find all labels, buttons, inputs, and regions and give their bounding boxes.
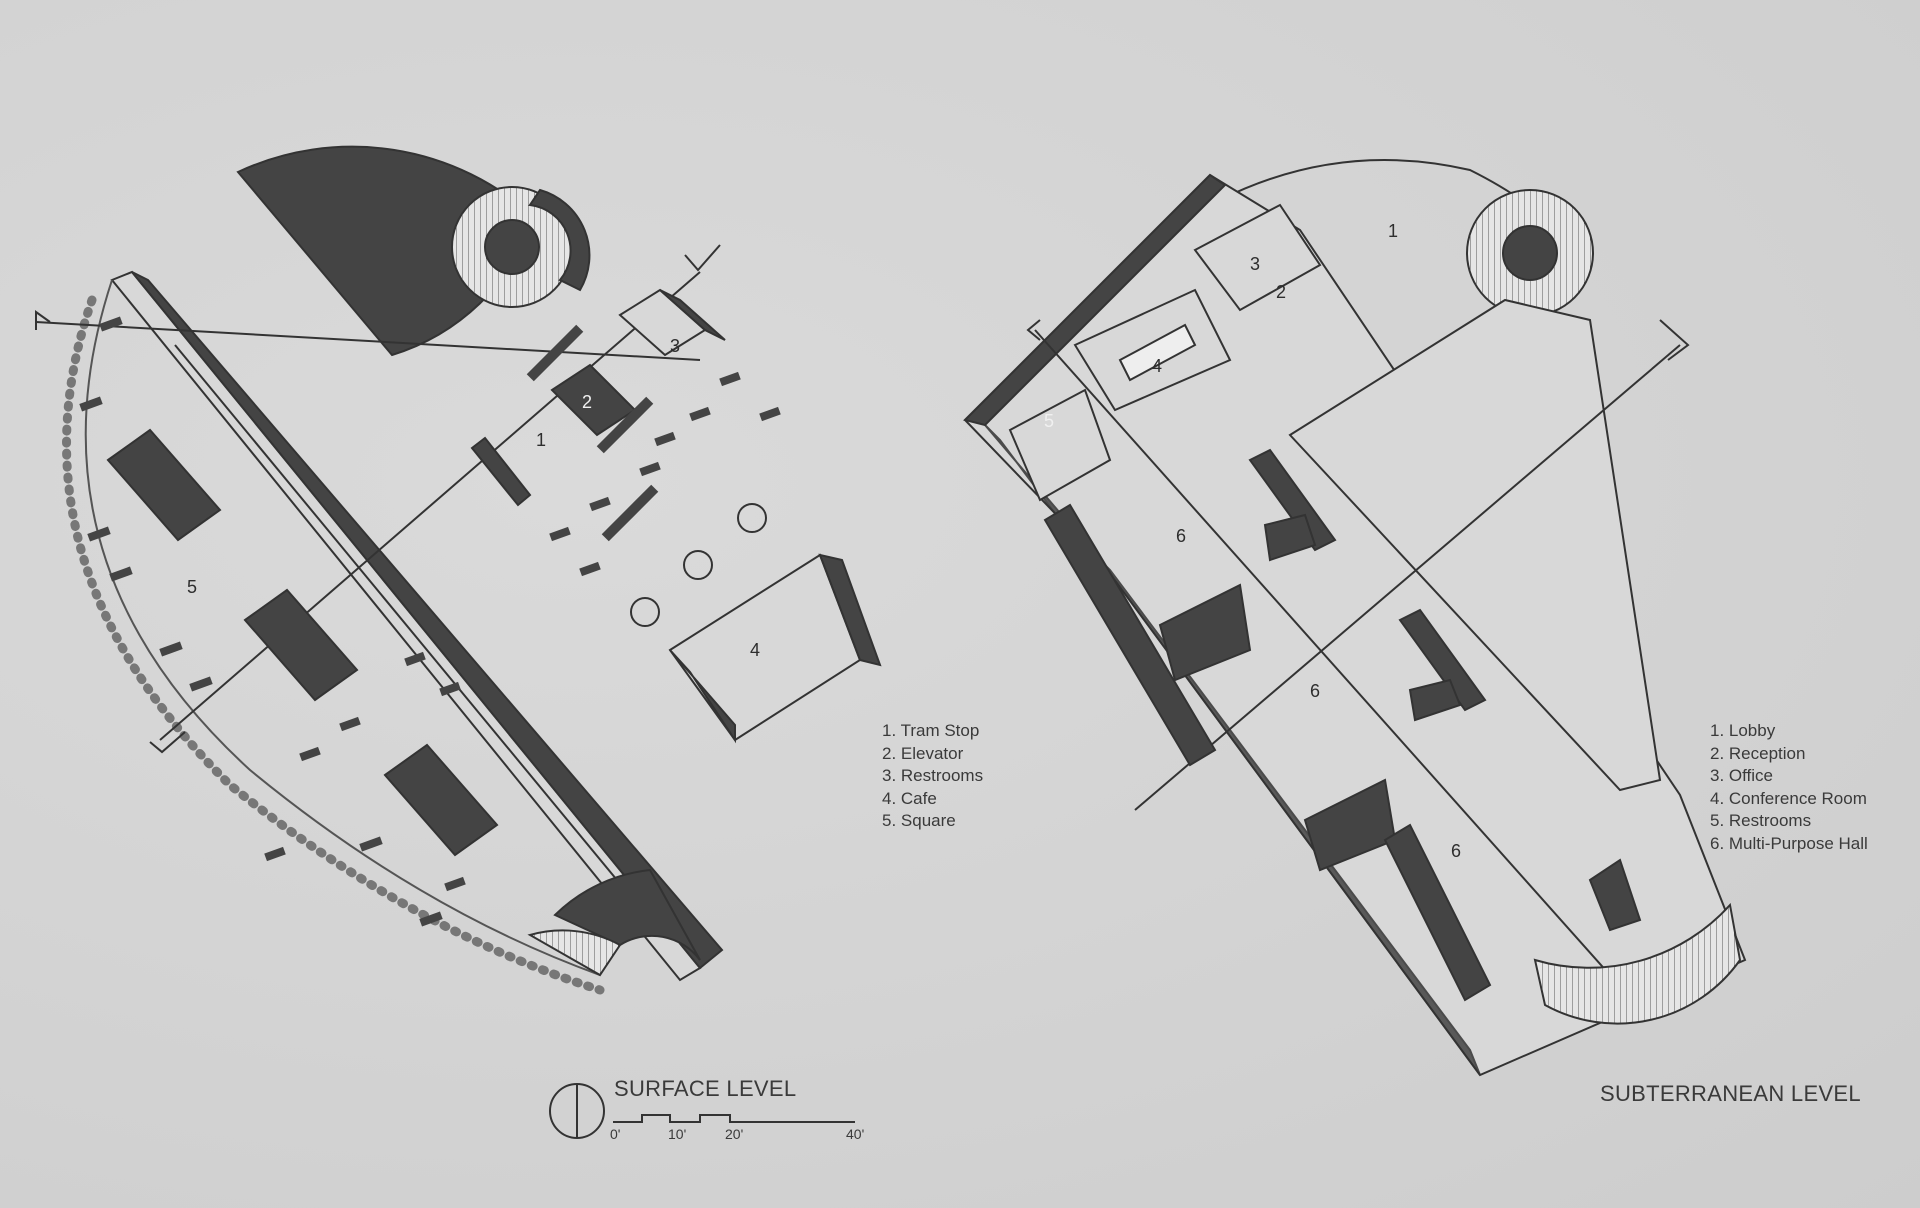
sub-room-6a: 6 [1176, 526, 1186, 546]
subterranean-legend-item: 5. Restrooms [1710, 811, 1812, 830]
surface-legend-item: 4. Cafe [882, 788, 937, 808]
surface-legend-item: 2. Elevator [882, 743, 964, 763]
sub-room-3: 3 [1250, 254, 1260, 274]
subterranean-level-plan: 1 2 3 4 5 6 6 6 [963, 159, 1747, 1077]
surface-legend-item: 3. Restrooms [882, 766, 984, 785]
scale-bar [613, 1114, 855, 1123]
north-arrow [549, 1083, 605, 1139]
subterranean-legend-item: 2. Reception [1710, 743, 1806, 763]
surface-legend-item: 1. Tram Stop [882, 721, 980, 740]
scale-label-10: 10' [668, 1126, 687, 1142]
surface-level-plan: 1 2 3 4 5 [35, 145, 882, 995]
subterranean-legend-item: 4. Conference Room [1710, 788, 1867, 808]
sub-room-1: 1 [1388, 221, 1398, 241]
sub-room-6b: 6 [1310, 681, 1320, 701]
surface-room-1: 1 [536, 430, 546, 450]
sub-room-2: 2 [1276, 282, 1286, 302]
scale-label-0: 0' [610, 1126, 621, 1142]
subterranean-legend: 1. Lobby 2. Reception 3. Office 4. Confe… [1710, 720, 1868, 855]
sub-room-4: 4 [1152, 356, 1162, 376]
surface-room-2: 2 [582, 392, 592, 412]
scale-label-20: 20' [725, 1126, 744, 1142]
subterranean-legend-item: 6. Multi-Purpose Hall [1710, 833, 1868, 853]
surface-room-5: 5 [187, 577, 197, 597]
sub-room-5: 5 [1044, 411, 1054, 431]
scale-label-40: 40' [846, 1126, 865, 1142]
subterranean-legend-item: 1. Lobby [1710, 721, 1776, 740]
surface-legend-item: 5. Square [882, 811, 956, 830]
subterranean-level-title: SUBTERRANEAN LEVEL [1600, 1081, 1861, 1106]
surface-room-3: 3 [670, 336, 680, 356]
surface-room-4: 4 [750, 640, 760, 660]
subterranean-legend-item: 3. Office [1710, 766, 1773, 785]
sub-room-6c: 6 [1451, 841, 1461, 861]
surface-legend: 1. Tram Stop 2. Elevator 3. Restrooms 4.… [882, 720, 983, 833]
surface-level-title: SURFACE LEVEL [614, 1076, 797, 1101]
